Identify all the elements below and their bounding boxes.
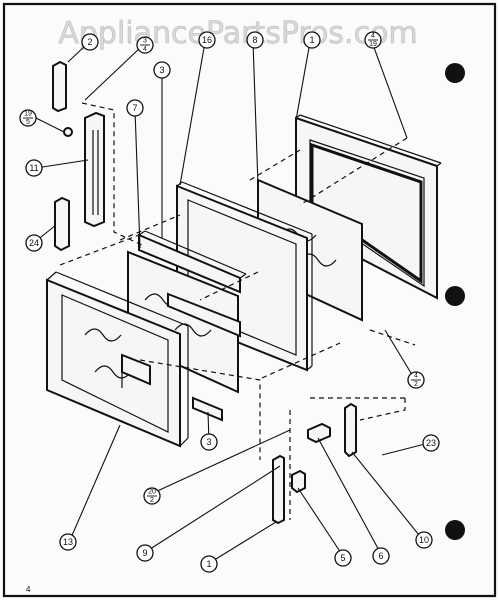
latch-lever (272, 454, 285, 525)
binder-hole-middle (445, 286, 465, 306)
svg-text:1: 1 (206, 559, 211, 569)
svg-text:4: 4 (414, 373, 418, 380)
callout-11: 11 (25, 159, 43, 177)
binder-hole-bottom (445, 520, 465, 540)
svg-text:13: 13 (63, 537, 73, 547)
svg-text:8: 8 (252, 35, 257, 45)
svg-text:19: 19 (24, 111, 32, 118)
svg-text:5: 5 (26, 119, 30, 126)
callout-10: 10 (415, 531, 433, 549)
door-front-panel (46, 271, 189, 448)
svg-text:16: 16 (202, 35, 212, 45)
page-number: 4 (26, 585, 31, 594)
svg-text:6: 6 (378, 551, 383, 561)
callout-7: 7 (126, 99, 144, 117)
assembly-guide-lines (59, 102, 416, 520)
svg-text:4: 4 (371, 33, 375, 40)
svg-text:24: 24 (29, 238, 39, 248)
callout-3-over-4: 3 4 (136, 36, 154, 54)
svg-text:4: 4 (143, 46, 147, 53)
hinge-screw (63, 127, 73, 137)
svg-text:10: 10 (419, 535, 429, 545)
svg-text:2: 2 (150, 497, 154, 504)
latch-plate (344, 402, 357, 458)
callout-4-over-19: 4 19 (364, 31, 382, 49)
callout-19-over-5: 19 5 (19, 109, 37, 127)
svg-text:2: 2 (87, 37, 92, 47)
latch-switch-mount (307, 422, 331, 444)
door-outer-frame (295, 114, 442, 300)
svg-text:3: 3 (206, 437, 211, 447)
binder-hole-top (445, 63, 465, 83)
callout-9: 9 (136, 544, 154, 562)
callout-5: 5 (334, 549, 352, 567)
svg-text:11: 11 (29, 163, 38, 173)
svg-text:3: 3 (159, 65, 164, 75)
spacer-bar-lower (167, 292, 241, 338)
svg-text:19: 19 (369, 41, 377, 48)
svg-text:1: 1 (309, 35, 314, 45)
callout-13: 13 (59, 533, 77, 551)
spacer-block-bottom (192, 396, 223, 422)
callout-23: 23 (422, 434, 440, 452)
svg-text:7: 7 (132, 103, 137, 113)
callout-1-top: 1 (303, 31, 321, 49)
svg-text:9: 9 (142, 548, 147, 558)
callout-leaders (35, 41, 430, 563)
callout-8: 8 (246, 31, 264, 49)
hinge-bracket (84, 111, 105, 228)
hinge-block-bottom (54, 196, 70, 252)
callout-2: 2 (81, 33, 99, 51)
svg-text:23: 23 (426, 438, 436, 448)
callout-3-top: 3 (153, 61, 171, 79)
hinge-block-top (52, 60, 67, 113)
callout-3-bottom: 3 (200, 433, 218, 451)
spacer-bar-upper (138, 230, 247, 294)
svg-text:5: 5 (340, 553, 345, 563)
svg-text:3: 3 (143, 38, 147, 45)
callout-20-over-2: 20 2 (143, 487, 161, 505)
callout-1-bottom: 1 (200, 555, 218, 573)
callout-16: 16 (198, 31, 216, 49)
callout-4-over-2: 4 2 (407, 371, 425, 389)
latch-hook (291, 469, 306, 494)
callout-6: 6 (372, 547, 390, 565)
svg-text:2: 2 (414, 381, 418, 388)
watermark: AppliancePartsPros.com (58, 16, 417, 51)
callout-24: 24 (25, 234, 43, 252)
svg-text:20: 20 (148, 489, 156, 496)
